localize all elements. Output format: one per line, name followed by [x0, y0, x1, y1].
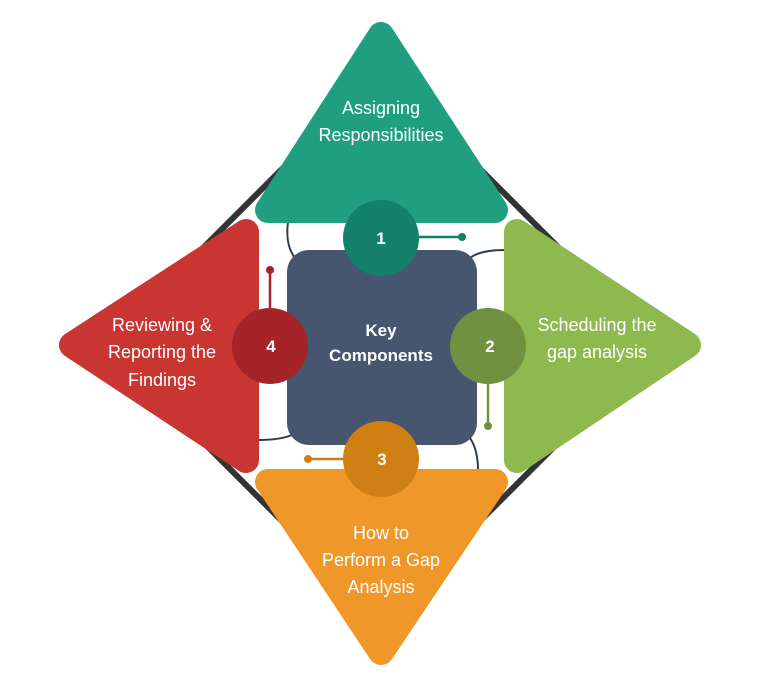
pin-4	[266, 266, 274, 308]
center-title-line1: Key	[365, 321, 397, 340]
pin-1	[419, 233, 466, 241]
component-shape-1	[255, 22, 508, 223]
label-3-line2: Perform a Gap	[322, 550, 440, 570]
number-badge-3	[343, 421, 419, 497]
number-4: 4	[266, 337, 276, 356]
label-1-line2: Responsibilities	[318, 125, 443, 145]
label-3-line3: Analysis	[347, 577, 414, 597]
number-badge-4	[232, 308, 308, 384]
center-title-line2: Components	[329, 346, 433, 365]
number-badge-2	[450, 308, 526, 384]
number-2: 2	[485, 337, 494, 356]
number-3: 3	[377, 450, 386, 469]
number-badge-1	[343, 200, 419, 276]
label-3-line1: How to	[353, 523, 409, 543]
label-4-line2: Reporting the	[108, 342, 216, 362]
pin-2	[484, 384, 492, 430]
label-4-line1: Reviewing &	[112, 315, 212, 335]
number-1: 1	[376, 229, 385, 248]
label-4-line3: Findings	[128, 370, 196, 390]
connector-arcs	[257, 221, 506, 471]
label-1-line1: Assigning	[342, 98, 420, 118]
label-2-line1: Scheduling the	[537, 315, 656, 335]
center-box	[287, 250, 477, 445]
label-2-line2: gap analysis	[547, 342, 647, 362]
pin-3	[304, 455, 345, 463]
